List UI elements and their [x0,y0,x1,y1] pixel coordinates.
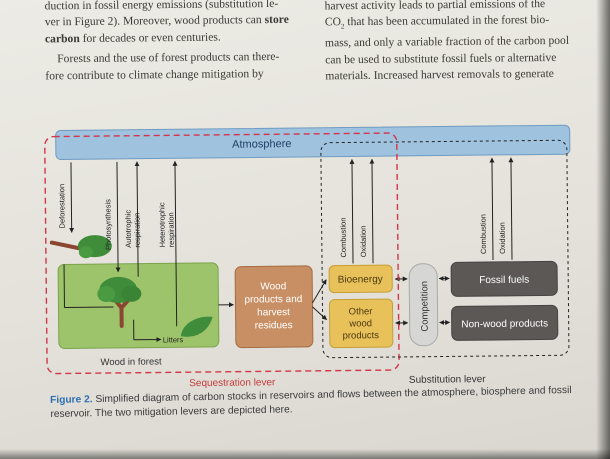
heterotrophic-label-1: Heterotrophic [157,202,166,247]
wood-combustion-label: Combustion [339,217,348,257]
bioenergy-box [328,264,393,294]
leaf-icon [180,316,213,337]
competition-box [408,263,439,347]
figure-label: Figure 2. [50,394,93,406]
autotrophic-respiration-arrow [134,161,140,277]
other-wood-label-1: Other [349,306,373,317]
fallen-tree-icon [49,235,112,259]
photosynthesis-arrow [115,161,121,273]
wood-products-label-3: harvest [257,307,290,318]
wood-oxidation-label: Oxidation [359,226,368,258]
wood-in-forest-label: Wood in forest [100,356,162,368]
fossil-combustion-arrow [489,157,495,260]
deforestation-label: Deforestation [57,184,66,229]
fossil-oxidation-label: Oxidation [498,222,507,254]
page-bottom-shadow [0,449,610,459]
wood-combustion-arrow [349,158,355,264]
deforestation-branch [64,306,114,308]
other-wood-products-box [328,298,394,349]
other-wood-label-3: products [343,330,380,341]
wood-products-label-4: residues [255,320,293,331]
photosynthesis-label: Photosynthesis [103,199,113,250]
wood-oxidation-arrow [369,158,375,264]
fossil-combustion-label: Combustion [479,214,488,254]
bioenergy-label: Bioenergy [338,274,383,285]
to-bioenergy-arrow [312,279,327,304]
page-edge-shadow [596,0,610,459]
heterotrophic-label-2: respiration [166,212,175,247]
non-wood-products-label: Non-wood products [461,318,548,330]
sequestration-lever-label: Sequestration lever [189,377,276,389]
to-other-wood-arrow [312,306,327,321]
tree-icon [97,276,142,328]
atmosphere-box [55,124,571,160]
litters-label: Litters [163,335,184,344]
substitution-lever-outline [320,139,570,359]
autotrophic-label-1: Autotrophic [123,210,132,248]
substitution-lever-label: Substitution lever [409,374,486,386]
non-wood-products-box [451,304,559,341]
fossil-fuels-box [450,260,558,297]
deforestation-arrow [69,162,75,233]
fossil-oxidation-arrow [508,157,514,260]
autotrophic-label-2: respiration [132,213,141,248]
other-wood-label-2: wood [348,318,372,329]
wood-products-box [234,265,314,349]
fossil-fuels-label: Fossil fuels [479,275,529,287]
atmosphere-label: Atmosphere [232,138,291,151]
competition-label: Competition [419,281,431,332]
wood-products-label-1: Wood [260,281,286,292]
wood-products-label-2: products and [244,294,302,306]
heterotrophic-respiration-arrow [172,160,178,327]
